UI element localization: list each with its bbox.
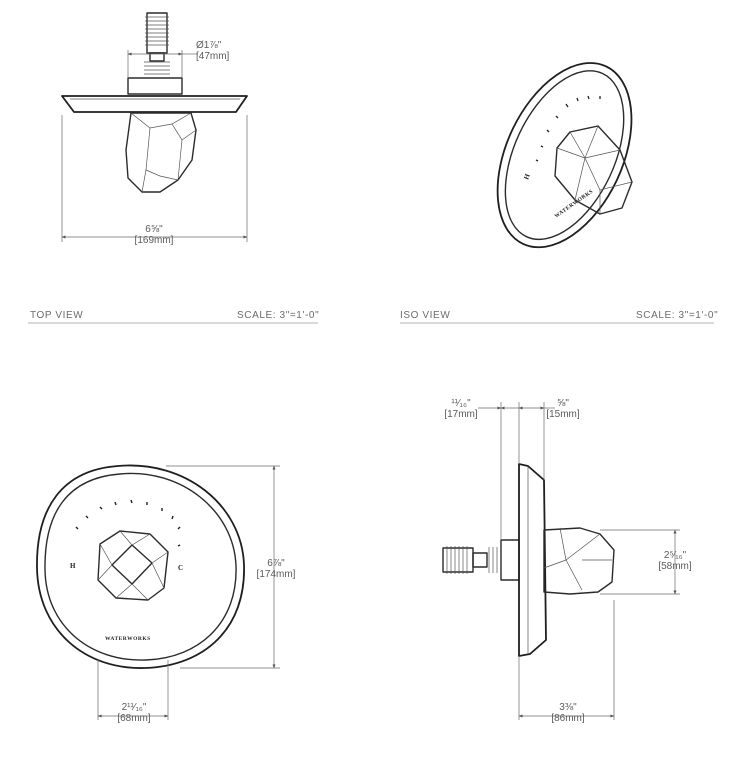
dim-top-width-imperial: 6⅝": [145, 224, 163, 235]
front-brand: WATERWORKS: [105, 636, 151, 642]
dim-side-handle-height-imperial: 2⁵⁄₁₆": [663, 550, 687, 561]
front-hot-mark: H: [70, 562, 76, 570]
front-temp-markers: [75, 499, 181, 547]
iso-view-scale: SCALE: 3"=1'-0": [636, 310, 719, 321]
dim-side-plate: ⅝" [15mm]: [540, 398, 586, 420]
iso-hot-mark: H: [522, 172, 532, 180]
dim-side-depth: 3⅜" [86mm]: [538, 702, 598, 724]
side-plate: [518, 463, 547, 657]
iso-view-drawing: H WATERWORKS: [496, 62, 633, 249]
top-view-scale: SCALE: 3"=1'-0": [237, 310, 320, 321]
top-view-drawing: [61, 12, 248, 242]
dim-side-handle-height-metric: [58mm]: [658, 561, 692, 572]
dim-side-plate-imperial: ⅝": [557, 398, 569, 409]
dim-top-stem-dia-metric: [47mm]: [196, 51, 230, 62]
dim-top-stem-dia: Ø1⅞" [47mm]: [196, 40, 229, 62]
dim-top-width: 6⅝" [169mm]: [124, 224, 184, 246]
dim-front-height-metric: [174mm]: [256, 569, 296, 580]
iso-temp-markers: [535, 95, 601, 162]
top-stem: [127, 12, 183, 95]
dim-front-height-imperial: 6⅞": [267, 558, 285, 569]
dim-front-handle-width-imperial: 2¹¹⁄₁₆": [121, 702, 147, 713]
front-view-drawing: H C WATERWORKS: [36, 464, 280, 720]
dim-front-handle-width-metric: [68mm]: [117, 713, 151, 724]
front-cold-mark: C: [178, 564, 183, 572]
dim-top-width-metric: [169mm]: [134, 235, 174, 246]
dim-front-height: 6⅞" [174mm]: [248, 558, 304, 580]
dim-front-handle-width: 2¹¹⁄₁₆" [68mm]: [104, 702, 164, 724]
dim-side-plate-metric: [15mm]: [546, 409, 580, 420]
dim-side-handle-height: 2⁵⁄₁₆" [58mm]: [646, 550, 704, 572]
dim-top-stem-dia-imperial: Ø1⅞": [196, 40, 222, 51]
front-rock-handle: [97, 530, 169, 601]
iso-brand: WATERWORKS: [554, 189, 595, 220]
top-rock-handle: [125, 112, 197, 193]
dim-side-stem-metric: [17mm]: [444, 409, 478, 420]
iso-plate: [496, 62, 633, 249]
dim-side-stem-imperial: ¹¹⁄₁₆": [451, 398, 471, 409]
side-rock-handle: [543, 527, 615, 595]
iso-view-title: ISO VIEW: [400, 310, 451, 321]
dim-side-stem: ¹¹⁄₁₆" [17mm]: [438, 398, 484, 420]
side-stem: [442, 539, 520, 581]
side-view-drawing: [442, 402, 680, 720]
dim-side-depth-imperial: 3⅜": [559, 702, 577, 713]
dim-side-depth-metric: [86mm]: [551, 713, 585, 724]
top-plate: [61, 95, 248, 113]
top-view-title: TOP VIEW: [30, 310, 84, 321]
iso-rock-handle: [554, 125, 633, 215]
front-plate-outer: [36, 464, 245, 669]
